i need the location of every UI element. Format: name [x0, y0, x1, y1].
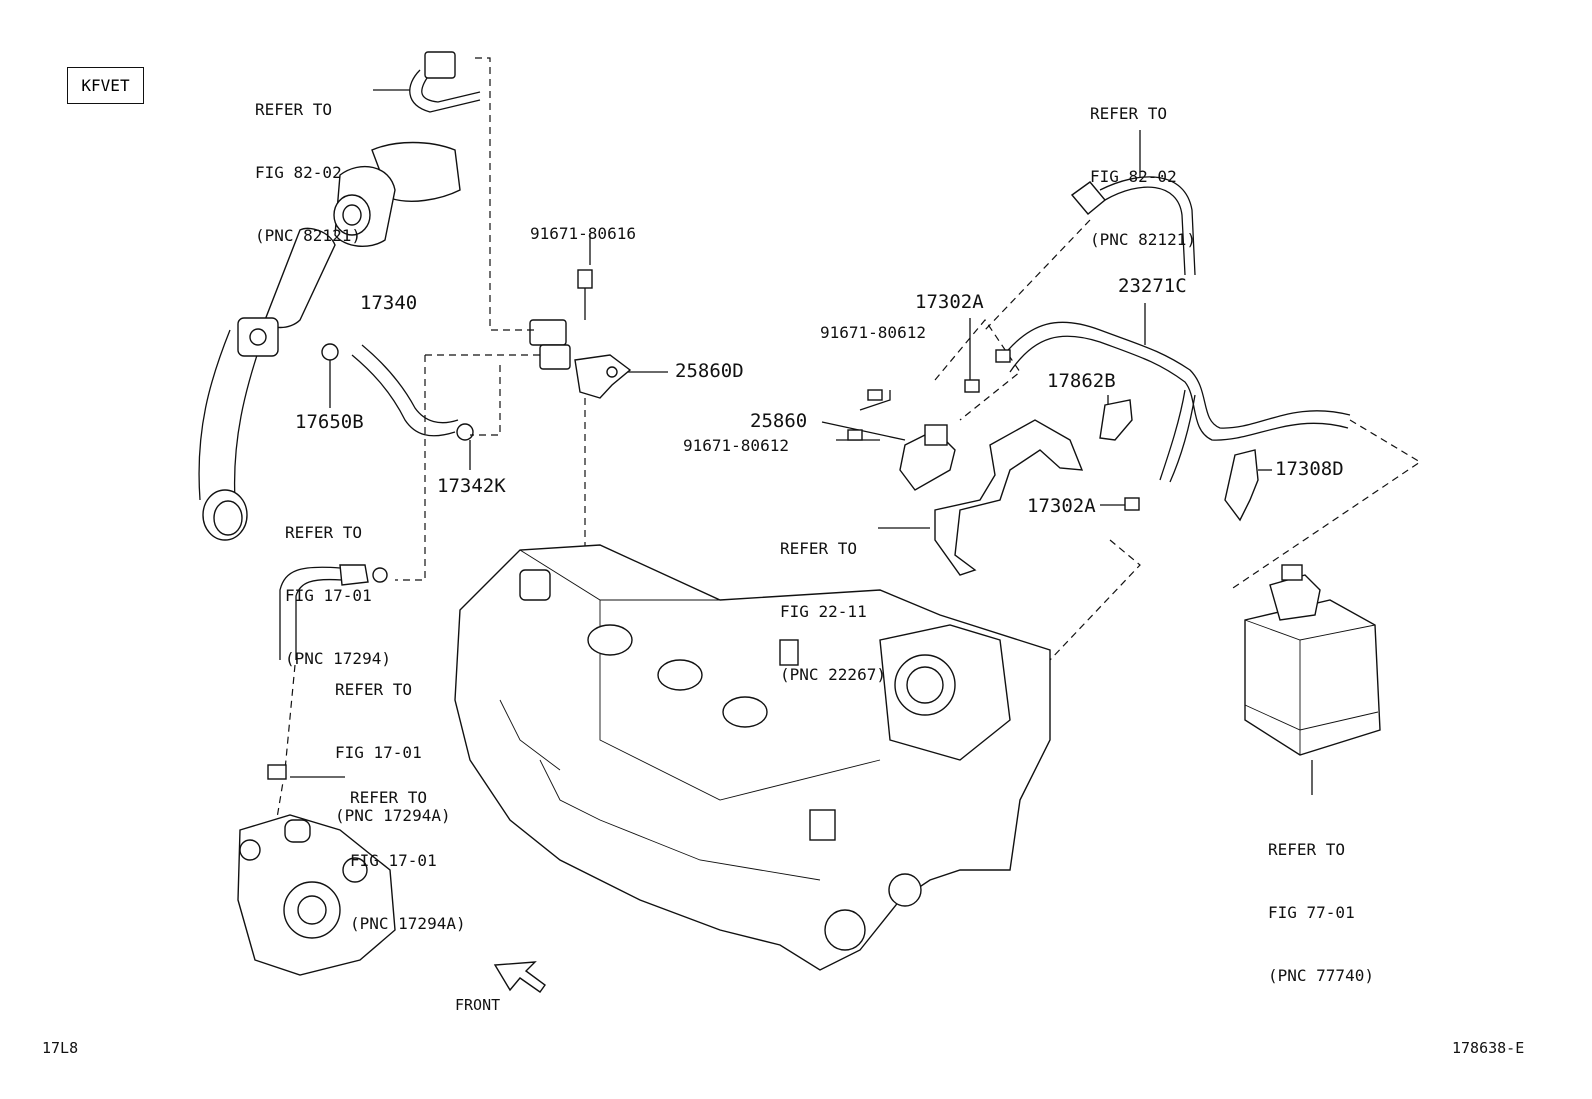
ref-line3: (PNC 17294A)	[335, 806, 451, 825]
ref-line1: REFER TO	[780, 539, 858, 558]
ref-line2: FIG 17-01	[350, 851, 437, 870]
part-label-25860[interactable]: 25860	[750, 410, 808, 432]
front-label: FRONT	[455, 996, 501, 1014]
figure-number: 178638-E	[1452, 1039, 1525, 1057]
part-label-91671-80616[interactable]: 91671-80616	[530, 224, 636, 243]
ref-clamp-lower[interactable]: REFER TO FIG 17-01 (PNC 17294A)	[350, 745, 466, 955]
vsv-25860	[847, 379, 1084, 576]
engine-code: KFVET	[81, 76, 130, 95]
part-label-23271c[interactable]: 23271C	[1118, 275, 1187, 297]
clamp-17308d	[1224, 449, 1259, 522]
ref-line2: FIG 77-01	[1268, 903, 1355, 922]
part-label-17342k[interactable]: 17342K	[437, 475, 506, 497]
part-label-25860d[interactable]: 25860D	[675, 360, 744, 382]
ref-top-right[interactable]: REFER TO FIG 82-02 (PNC 82121)	[1090, 61, 1196, 271]
clip-17302a-lower	[1124, 497, 1140, 511]
ref-hose-lower[interactable]: REFER TO FIG 17-01 (PNC 17294A)	[335, 637, 451, 847]
part-label-17308d[interactable]: 17308D	[1275, 458, 1344, 480]
ref-line3: (PNC 77740)	[1268, 966, 1374, 985]
part-label-91671-80612-upper[interactable]: 91671-80612	[820, 323, 926, 342]
part-label-17302a-lower[interactable]: 17302A	[1027, 495, 1096, 517]
part-label-91671-80612-lower[interactable]: 91671-80612	[683, 436, 789, 455]
part-label-17302a-upper[interactable]: 17302A	[915, 291, 984, 313]
ref-bracket[interactable]: REFER TO FIG 22-11 (PNC 22267)	[780, 496, 886, 706]
ref-hose-upper[interactable]: REFER TO FIG 17-01 (PNC 17294)	[285, 480, 391, 690]
ref-top-left[interactable]: REFER TO FIG 82-02 (PNC 82121)	[255, 57, 361, 267]
ref-line3: (PNC 17294)	[285, 649, 391, 668]
ref-line1: REFER TO	[350, 788, 428, 807]
ref-line3: (PNC 17294A)	[350, 914, 466, 933]
clip-17862b	[1099, 399, 1133, 441]
ref-line1: REFER TO	[1090, 104, 1168, 123]
ref-line1: REFER TO	[335, 680, 413, 699]
ref-line2: FIG 82-02	[255, 163, 342, 182]
ref-line2: FIG 17-01	[335, 743, 422, 762]
leader-lines	[290, 130, 1313, 795]
ref-line2: FIG 82-02	[1090, 167, 1177, 186]
intake-hose	[198, 141, 461, 541]
charcoal-canister	[1244, 564, 1381, 756]
ref-line1: REFER TO	[255, 100, 333, 119]
front-arrow-icon	[493, 961, 546, 993]
ref-line1: REFER TO	[1268, 840, 1346, 859]
connector-top-left	[373, 51, 481, 113]
engine-head	[454, 544, 1051, 971]
ref-line2: FIG 22-11	[780, 602, 867, 621]
ref-line3: (PNC 22267)	[780, 665, 886, 684]
ref-line3: (PNC 82121)	[1090, 230, 1196, 249]
part-label-17340[interactable]: 17340	[360, 292, 418, 314]
part-label-17650b[interactable]: 17650B	[295, 411, 364, 433]
purge-hose-23271c	[995, 176, 1351, 483]
ref-canister[interactable]: REFER TO FIG 77-01 (PNC 77740)	[1268, 797, 1374, 1007]
engine-code-box: KFVET	[67, 67, 144, 104]
hose-17340	[321, 343, 474, 441]
ref-line3: (PNC 82121)	[255, 226, 361, 245]
ref-line1: REFER TO	[285, 523, 363, 542]
vsv-bracket	[529, 233, 632, 399]
part-label-17862b[interactable]: 17862B	[1047, 370, 1116, 392]
diagram-id: 17L8	[42, 1039, 79, 1057]
pcv-hose	[267, 564, 388, 780]
ref-line2: FIG 17-01	[285, 586, 372, 605]
turbocharger	[237, 814, 396, 976]
